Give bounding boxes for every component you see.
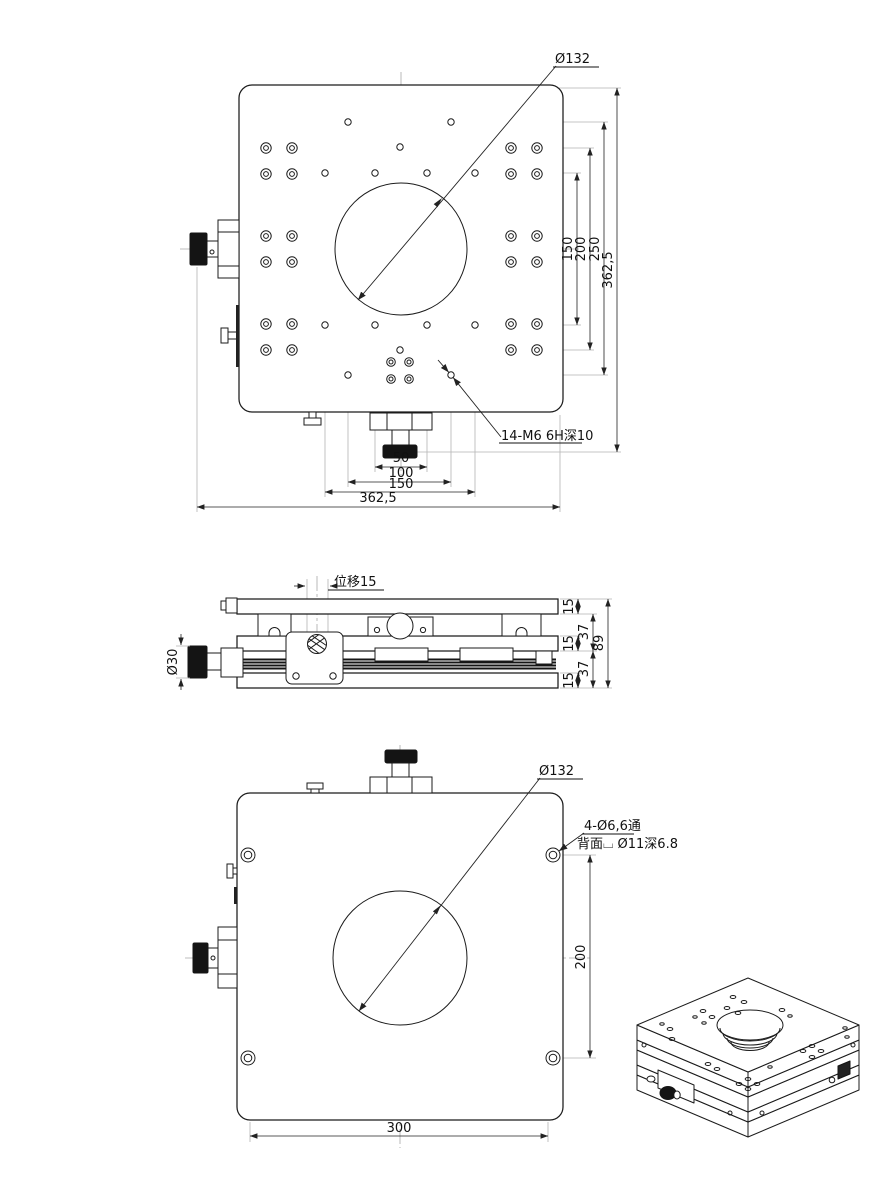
- thread-note-label: 14-M6 6H深10: [501, 429, 593, 444]
- bore-label-bottom: Ø132: [539, 764, 574, 779]
- top-view-dimensions-bottom: 50 100 150 362,5: [196, 451, 561, 510]
- dim-362-bottom-label: 362,5: [359, 491, 396, 506]
- isometric-view: [636, 977, 860, 1138]
- dim-100-label: 100: [389, 466, 414, 481]
- side-knob: [187, 645, 244, 679]
- travel-label: 位移15: [334, 575, 377, 590]
- x-lock-screw: [220, 305, 239, 367]
- hatch-pattern: [307, 634, 327, 654]
- dim-300-label: 300: [387, 1121, 412, 1136]
- dim-250-label: 250: [588, 237, 603, 262]
- dim-89-label: 89: [592, 635, 607, 652]
- side-view-dimensions: 15 37 15 37 15 89: [560, 598, 612, 689]
- thread-note-leader: 14-M6 6H深10: [437, 359, 593, 444]
- top-view-dimensions-right: 150 200 250 362,5: [561, 87, 620, 453]
- side-bottom-plate: [236, 672, 559, 689]
- side-view: 位移15 Ø30 15 37 15 37 15 89: [166, 575, 612, 690]
- iso-holes: [659, 995, 850, 1091]
- carriage-plate: [285, 631, 344, 685]
- travel-dimension: 位移15: [294, 575, 384, 591]
- bore-leader-bottom: Ø132: [358, 764, 583, 1012]
- dim-37-lower: 37: [577, 661, 592, 678]
- bottom-view-y-knob: [369, 749, 433, 794]
- dim-200-label: 200: [574, 237, 589, 262]
- cap-screw: [303, 411, 322, 426]
- bottom-view-x-knob: [192, 926, 238, 989]
- dim-15-bottom: 15: [562, 672, 577, 689]
- dim-15-mid: 15: [562, 635, 577, 652]
- bottom-view-cap-screw: [306, 782, 324, 794]
- dim-362-right-label: 362,5: [601, 251, 616, 288]
- bottom-view-dimensions: 200 300: [249, 854, 593, 1139]
- cbore-note-line1: 4-Ø6,6通: [584, 819, 641, 834]
- dim-37-upper: 37: [577, 624, 592, 641]
- cbore-note-leader: 4-Ø6,6通 背面⌴ Ø11深6.8: [558, 819, 678, 852]
- dim-150-bottom-label: 150: [389, 477, 414, 492]
- top-view: 150 200 250 362,5 50 100 150 362,5 Ø132: [180, 52, 621, 512]
- bore-leader-top: Ø132: [357, 52, 599, 301]
- side-top-plate: [236, 598, 559, 615]
- knob-dia-dimension: Ø30: [166, 634, 190, 690]
- y-axis-knob: [369, 412, 433, 459]
- cbore-note-line2: 背面⌴ Ø11深6.8: [577, 837, 678, 852]
- x-axis-knob: [189, 219, 240, 279]
- upper-carriages: [257, 612, 542, 640]
- iso-knob: [646, 1069, 695, 1104]
- leadscrew-end: [386, 612, 414, 640]
- dim-150-label: 150: [561, 237, 576, 262]
- knob-dia-label: Ø30: [166, 649, 181, 676]
- dim-50-label: 50: [393, 451, 410, 466]
- bore-label-top: Ø132: [555, 52, 590, 67]
- dim-200-bottom-label: 200: [574, 945, 589, 970]
- bottom-view: 200 300 Ø132 4-Ø6,6通 背面⌴ Ø11深6.8: [185, 745, 678, 1148]
- dim-15-top: 15: [562, 598, 577, 615]
- iso-center-bore: [716, 1009, 784, 1051]
- iso-clamp-screws: [641, 1042, 856, 1116]
- bottom-view-lock-screw: [226, 863, 238, 904]
